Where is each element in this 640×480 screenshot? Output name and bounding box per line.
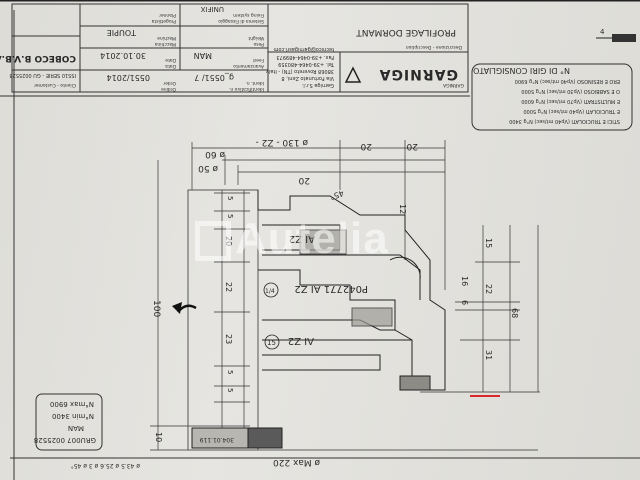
dim-20-a: 20 bbox=[360, 141, 372, 151]
addr-fax: Fax. +39-0464-489973 bbox=[276, 54, 334, 60]
tool-feed: MAN bbox=[68, 424, 84, 432]
dim-45deg: 45° bbox=[329, 188, 345, 201]
brand-caption: GARNIGA bbox=[442, 82, 464, 88]
system-label: Sistema di Fissaggio bbox=[218, 18, 264, 24]
rpm-row-5: ERO E RESINOSO (Vp40 mt/sec) N°g 6900 bbox=[515, 78, 620, 84]
dim-20-b: 20 bbox=[406, 141, 418, 151]
scale-mark: 4 bbox=[596, 28, 636, 42]
order-label: Ordine bbox=[161, 86, 176, 92]
ident-value: g_0551/ 7 bbox=[194, 73, 234, 82]
tool-nmin: N°min 3400 bbox=[52, 412, 94, 420]
addr-line2: Via Fortunato Zeni, 8 bbox=[281, 75, 334, 81]
date-value: 30.10.2014 bbox=[100, 51, 146, 60]
right-dimensions bbox=[420, 225, 540, 393]
dim-5-b: 5 bbox=[226, 214, 234, 218]
weight-label-en: Weight bbox=[248, 35, 264, 41]
knife-3-mark: 15 bbox=[267, 339, 276, 347]
dim-20-c: 20 bbox=[298, 175, 310, 185]
title-block: GARNIGA GARNIGA Garniga S.r.l. Via Fortu… bbox=[0, 3, 469, 93]
company-name: COBECO B.V.B.A bbox=[0, 53, 76, 63]
dim-12: 12 bbox=[398, 204, 407, 214]
rotation-arrowhead-icon bbox=[172, 302, 182, 314]
watermark: Autelia bbox=[195, 214, 455, 274]
dim-10: 10 bbox=[154, 432, 163, 442]
feed-label-en: Feed bbox=[253, 57, 264, 63]
desc-value: PROFILAGE DORMANT bbox=[356, 27, 456, 37]
knife-3-marker bbox=[264, 334, 280, 350]
dim-max-220: ø Max 220 bbox=[273, 457, 320, 467]
rpm-table: STICI E TRUCIOLATI (Vp40 mt/sec) N°g 340… bbox=[471, 63, 633, 131]
tool-profile bbox=[187, 189, 446, 451]
knife-label-1: AI Z2 bbox=[289, 233, 315, 244]
ident-label-en: Ident. n. bbox=[245, 80, 264, 86]
addr-line3: 38068 Rovereto (TN) - Italy bbox=[266, 68, 334, 74]
dim-100: 100 bbox=[151, 300, 161, 317]
dim-22: 22 bbox=[484, 284, 493, 294]
rpm-title: N° DI GIRI CONSIGLIATO bbox=[473, 66, 570, 75]
left-dimensions bbox=[150, 160, 250, 451]
machine-label: Macchina bbox=[154, 41, 176, 47]
brand-logo-icon bbox=[344, 66, 362, 83]
dim-31: 31 bbox=[484, 350, 493, 360]
dim-15: 15 bbox=[484, 238, 493, 248]
knife-2-marker bbox=[263, 282, 279, 298]
desc-label: Descrizione - Description bbox=[406, 44, 462, 50]
dim-23: 23 bbox=[224, 334, 233, 344]
rpm-row-2: E TRUCIOLATI (Vp40 mt/sec) N°g 5000 bbox=[523, 108, 620, 114]
ring-code: 304.01.119 bbox=[199, 436, 234, 443]
dim-d130: ø 130 - Z2 - bbox=[255, 137, 308, 147]
knife-label-3: AI Z2 bbox=[288, 335, 314, 346]
svg-text:4: 4 bbox=[600, 28, 605, 36]
machine-value: TOUPIE bbox=[107, 28, 137, 37]
watermark-text: Autelia bbox=[235, 214, 389, 263]
tool-nmax: N°max 6900 bbox=[50, 400, 94, 408]
order-value: 0551/2014 bbox=[107, 73, 150, 82]
weight-label: Peso bbox=[253, 41, 264, 47]
system-label-en: Fixing system bbox=[233, 12, 264, 18]
designer-label: Progettista bbox=[151, 18, 176, 24]
dim-5-d: 5 bbox=[226, 388, 234, 392]
dim-5-c: 5 bbox=[226, 370, 234, 374]
addr-tel: Tel. +39-0464-480359 bbox=[278, 61, 335, 67]
dim-d50: ø 50 bbox=[198, 163, 218, 173]
dim-16: 16 bbox=[460, 276, 469, 286]
dim-68: 68 bbox=[510, 308, 519, 318]
dim-6: 6 bbox=[460, 300, 469, 305]
machine-label-en: Machine bbox=[157, 35, 176, 41]
system-value: UNIFIX bbox=[200, 5, 224, 13]
date-label: Data bbox=[165, 63, 176, 69]
rpm-row-1: STICI E TRUCIOLATI (Vp40 mt/sec) N°g 340… bbox=[509, 118, 620, 124]
ident-label: Identificativo n. bbox=[229, 86, 264, 92]
addr-email: tecnico@garnigasrl.com bbox=[273, 46, 334, 52]
knife-2-mark: 1/4 bbox=[265, 288, 275, 295]
feed-label: Avanzamento bbox=[233, 63, 264, 69]
dim-5-a: 5 bbox=[226, 196, 234, 200]
customer-value: ISS10 SERIE - GU 0025528 bbox=[9, 72, 76, 78]
rpm-row-3: E MULTISTRATI (Vp70 mt/sec) N°g 6000 bbox=[521, 98, 620, 104]
knife-label-2: P042771 AI Z2 bbox=[294, 283, 368, 294]
date-label-en: Date bbox=[165, 57, 176, 63]
watermark-logo-icon bbox=[195, 221, 231, 262]
order-label-en: Order bbox=[163, 80, 176, 86]
feed-value: MAN bbox=[194, 51, 212, 60]
dim-22-v: 22 bbox=[224, 282, 233, 292]
brand-name: GARNIGA bbox=[379, 66, 458, 82]
customer-label: Cliente - Customer bbox=[34, 82, 76, 88]
tool-code: GRU007 0025528 bbox=[34, 436, 96, 444]
dim-d60: ø 60 bbox=[205, 149, 225, 159]
rpm-row-4: O E SABBIOSO (Vp30 mt/sec) N°g 5000 bbox=[521, 88, 620, 94]
footer-text: ø 43.5 ø 25.6 ø 3 ø 45° bbox=[71, 462, 140, 469]
designer-label-en: Planner bbox=[159, 12, 176, 18]
tool-info-box: GRU007 0025528 MAN N°min 3400 N°max 6900 bbox=[34, 393, 103, 451]
top-dimensions bbox=[191, 140, 446, 290]
addr-line1: Garniga S.r.l. bbox=[301, 82, 334, 88]
